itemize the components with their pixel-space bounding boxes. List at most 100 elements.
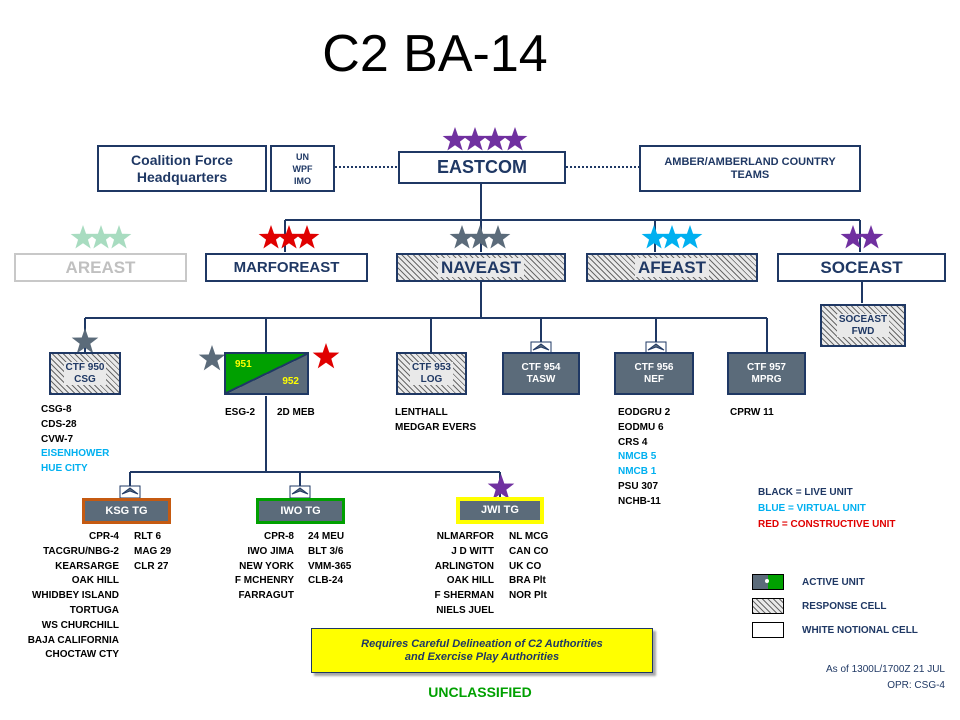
ctf954-line2: TASW xyxy=(526,373,556,385)
jwi-tg-box: JWI TG xyxy=(456,497,544,524)
unit-item: CSG-8 xyxy=(41,404,72,415)
coalition-line1: Coalition Force xyxy=(131,152,233,169)
unit-item-virtual: NMCB 1 xyxy=(618,466,657,478)
unit-item: NCHB-11 xyxy=(618,495,661,507)
ctf950-unit-list: CSG-8 CDS-28 CVW-7 EISENHOWER HUE CITY xyxy=(41,403,109,477)
unit-item: NLMARFOR xyxy=(436,531,494,542)
ctf954-line1: CTF 954 xyxy=(521,362,561,373)
marforeast-stars xyxy=(258,225,320,249)
unit-item: MEDGAR EVERS xyxy=(395,421,477,433)
legend-constructive: RED = CONSTRUCTIVE UNIT xyxy=(758,519,896,530)
ksg-tg-box: KSG TG xyxy=(82,498,171,524)
unit-item: IWO JIMA xyxy=(247,545,294,557)
soceast-box: SOCEAST xyxy=(777,253,946,282)
unit-item: CDS-28 xyxy=(41,418,77,430)
unit-item: NL MCG xyxy=(509,531,549,542)
page-title: C2 BA-14 xyxy=(322,25,548,83)
ctf956-unit-list: EODGRU 2 EODMU 6 CRS 4 NMCB 5 NMCB 1 PSU… xyxy=(618,406,670,510)
soceast-stars xyxy=(840,225,884,249)
unit-item: WHIDBEY ISLAND xyxy=(31,590,119,602)
ctf951-952-box: 951 952 xyxy=(224,352,309,395)
soceast-fwd-line2: FWD xyxy=(851,325,875,337)
legend-live: BLACK = LIVE UNIT xyxy=(758,487,853,498)
unit-item: F SHERMAN xyxy=(434,590,494,602)
legend-response-swatch xyxy=(752,598,784,614)
unit-item: OAK HILL xyxy=(71,575,119,587)
iwo-col1-list: CPR-8 IWO JIMA NEW YORK F MCHENRY FARRAG… xyxy=(200,530,294,604)
ctf953-line2: LOG xyxy=(420,373,443,385)
unit-item: 24 MEU xyxy=(308,531,345,542)
unit-item: NEW YORK xyxy=(239,560,294,572)
unit-item: CRS 4 xyxy=(618,436,648,448)
legend-notional-label: WHITE NOTIONAL CELL xyxy=(802,625,918,636)
un-line: UN xyxy=(296,151,309,162)
legend-response-label: RESPONSE CELL xyxy=(802,601,887,612)
ctf953-line1: CTF 953 xyxy=(412,362,451,373)
ctf957-line1: CTF 957 xyxy=(747,362,786,373)
amber-line1: AMBER/AMBERLAND COUNTRY xyxy=(664,155,836,168)
n951-label: 951 xyxy=(235,359,252,370)
esg-label: ESG-2 xyxy=(225,407,256,418)
naveast-box: NAVEAST xyxy=(396,253,566,282)
opr-label: OPR: CSG-4 xyxy=(887,680,945,691)
jwi-col2-list: NL MCG CAN CO UK CO BRA Plt NOR Plt xyxy=(509,530,548,604)
afeast-box: AFEAST xyxy=(586,253,758,282)
ksg-col2-list: RLT 6 MAG 29 CLR 27 xyxy=(134,530,171,574)
soceast-fwd-line1: SOCEAST xyxy=(838,314,888,325)
unit-item-virtual: NMCB 5 xyxy=(618,451,657,463)
n952-label: 952 xyxy=(282,375,299,387)
unit-item: BRA Plt xyxy=(509,575,546,587)
notice-line1: Requires Careful Delineation of C2 Autho… xyxy=(361,637,603,650)
iwo-col2-list: 24 MEU BLT 3/6 VMM-365 CLB-24 xyxy=(308,530,351,589)
unit-item: MAG 29 xyxy=(134,545,172,557)
unit-item: WS CHURCHILL xyxy=(41,619,119,631)
unit-item: RLT 6 xyxy=(134,531,162,542)
unit-item: NOR Plt xyxy=(509,590,547,602)
unit-item: OAK HILL xyxy=(446,575,494,587)
jwi-col1-list: NLMARFOR J D WITT ARLINGTON OAK HILL F S… xyxy=(400,530,494,619)
notice-line2: and Exercise Play Authorities xyxy=(404,650,560,663)
unit-item: EODGRU 2 xyxy=(618,407,671,418)
imo-line: IMO xyxy=(294,175,311,186)
classification-marking: UNCLASSIFIED xyxy=(428,684,532,700)
ctf956-line2: NEF xyxy=(644,373,664,385)
unit-item: LENTHALL xyxy=(395,407,448,418)
areast-box: AREAST xyxy=(14,253,187,282)
unit-item-virtual: HUE CITY xyxy=(41,463,88,475)
afeast-label: AFEAST xyxy=(635,257,709,278)
ctf957-line2: MPRG xyxy=(751,373,782,385)
unit-item: CAN CO xyxy=(509,545,549,557)
legend-virtual: BLUE = VIRTUAL UNIT xyxy=(758,503,866,514)
unit-item: PSU 307 xyxy=(618,480,659,492)
legend-notional-swatch xyxy=(752,622,784,638)
n952-star xyxy=(312,343,340,369)
legend-active-swatch xyxy=(752,574,784,590)
unit-item: VMM-365 xyxy=(308,560,352,572)
unit-item: ARLINGTON xyxy=(434,560,494,572)
amber-line2: TEAMS xyxy=(730,168,770,181)
unit-item: CPR-4 xyxy=(88,531,119,542)
unit-item: J D WITT xyxy=(451,545,494,557)
unit-item: CLR 27 xyxy=(134,560,169,572)
eastcom-stars xyxy=(442,127,528,151)
areast-stars xyxy=(70,225,132,249)
coalition-line2: Headquarters xyxy=(136,168,228,185)
marforeast-box: MARFOREAST xyxy=(205,253,368,282)
as-of-timestamp: As of 1300L/1700Z 21 JUL xyxy=(826,664,945,675)
naveast-label: NAVEAST xyxy=(438,257,524,278)
afeast-stars xyxy=(641,225,703,249)
legend-active-label: ACTIVE UNIT xyxy=(802,577,865,588)
iwo-tg-box: IWO TG xyxy=(256,498,345,524)
unit-item-virtual: EISENHOWER xyxy=(41,448,110,460)
ctf953-unit-list: LENTHALL MEDGAR EVERS xyxy=(395,406,476,436)
unit-item: CVW-7 xyxy=(41,433,74,445)
ksg-col1-list: CPR-4 TACGRU/NBG-2 KEARSARGE OAK HILL WH… xyxy=(0,530,119,663)
unit-item: BAJA CALIFORNIA xyxy=(27,634,119,646)
